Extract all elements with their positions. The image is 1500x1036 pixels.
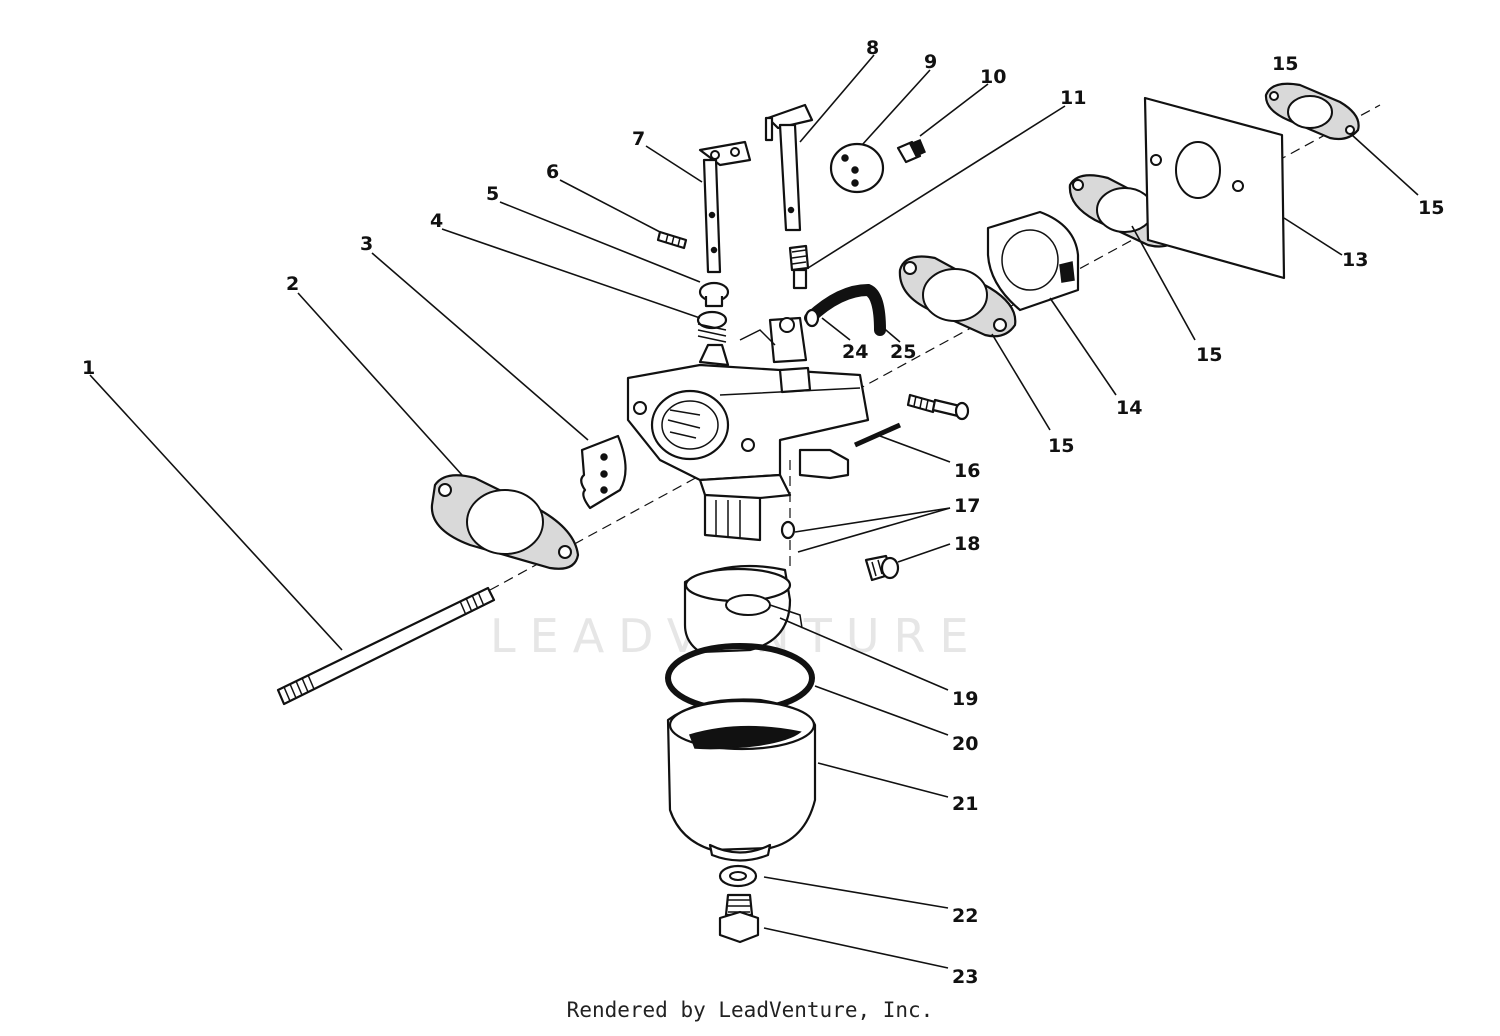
part-15-gasket-c [1264, 82, 1360, 141]
part-21-float-bowl [666, 698, 817, 862]
part-11-needle [788, 244, 810, 290]
part-5-screw [698, 281, 730, 308]
part-2-gasket [430, 474, 580, 570]
part-7-throttle-shaft [698, 140, 752, 274]
callout-13: 13 [1342, 249, 1368, 271]
callout-19: 19 [952, 688, 978, 710]
part-10-screw [896, 139, 926, 164]
carburetor-body [626, 316, 870, 542]
callout-7: 7 [632, 128, 645, 150]
callout-18: 18 [954, 533, 980, 555]
part-6-screw [656, 230, 688, 250]
callout-15a: 15 [1418, 197, 1444, 219]
part-17-18-screw [780, 520, 900, 582]
callout-23: 23 [952, 966, 978, 988]
part-22-washer [718, 864, 758, 888]
callout-22: 22 [952, 905, 978, 927]
callout-14: 14 [1116, 397, 1142, 419]
part-1-stud [276, 586, 496, 706]
part-24-25-tube [804, 283, 886, 336]
callout-9: 9 [924, 51, 937, 73]
callout-25: 25 [890, 341, 916, 363]
callout-numbers: 1 2 3 4 5 6 7 8 9 10 11 13 14 15 15 15 1… [82, 37, 1444, 988]
callout-15d: 15 [1272, 53, 1298, 75]
callout-16: 16 [954, 460, 980, 482]
part-8-choke-shaft [764, 103, 814, 232]
callout-21: 21 [952, 793, 978, 815]
footer-credit: Rendered by LeadVenture, Inc. [566, 998, 934, 1022]
callout-15c: 15 [1048, 435, 1074, 457]
part-23-bolt [718, 893, 760, 944]
part-13-insulator-plate [1143, 96, 1286, 280]
leader-lines [89, 54, 1419, 969]
callout-8: 8 [866, 37, 879, 59]
callout-1: 1 [82, 357, 95, 379]
part-14-spacer [986, 210, 1080, 312]
part-15-gasket-a [898, 255, 1017, 338]
callout-5: 5 [486, 183, 499, 205]
callout-24: 24 [842, 341, 868, 363]
part-3-choke-plate [580, 434, 627, 510]
callout-11: 11 [1060, 87, 1086, 109]
callout-10: 10 [980, 66, 1006, 88]
callout-15b: 15 [1196, 344, 1222, 366]
callout-20: 20 [952, 733, 978, 755]
part-4-spring [696, 310, 728, 343]
part-9-throttle-plate [829, 142, 885, 194]
callout-17: 17 [954, 495, 980, 517]
part-16-pin [853, 422, 902, 448]
part-19-float [683, 564, 803, 654]
callout-4: 4 [430, 210, 443, 232]
callout-2: 2 [286, 273, 299, 295]
callout-3: 3 [360, 233, 373, 255]
callout-6: 6 [546, 161, 559, 183]
part-screw-right [906, 393, 970, 421]
